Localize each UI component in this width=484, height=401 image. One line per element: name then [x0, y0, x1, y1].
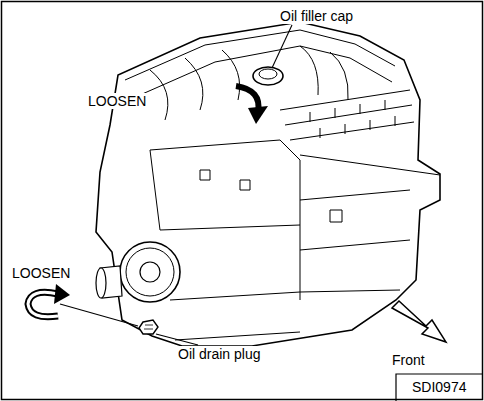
direction-label: Front — [390, 352, 427, 368]
figure-code: SDI0974 — [410, 379, 468, 395]
action-label: LOOSEN — [10, 265, 72, 281]
part-label: Oil drain plug — [176, 346, 263, 362]
action-label: LOOSEN — [86, 93, 148, 109]
part-label: Oil filler cap — [278, 8, 355, 24]
